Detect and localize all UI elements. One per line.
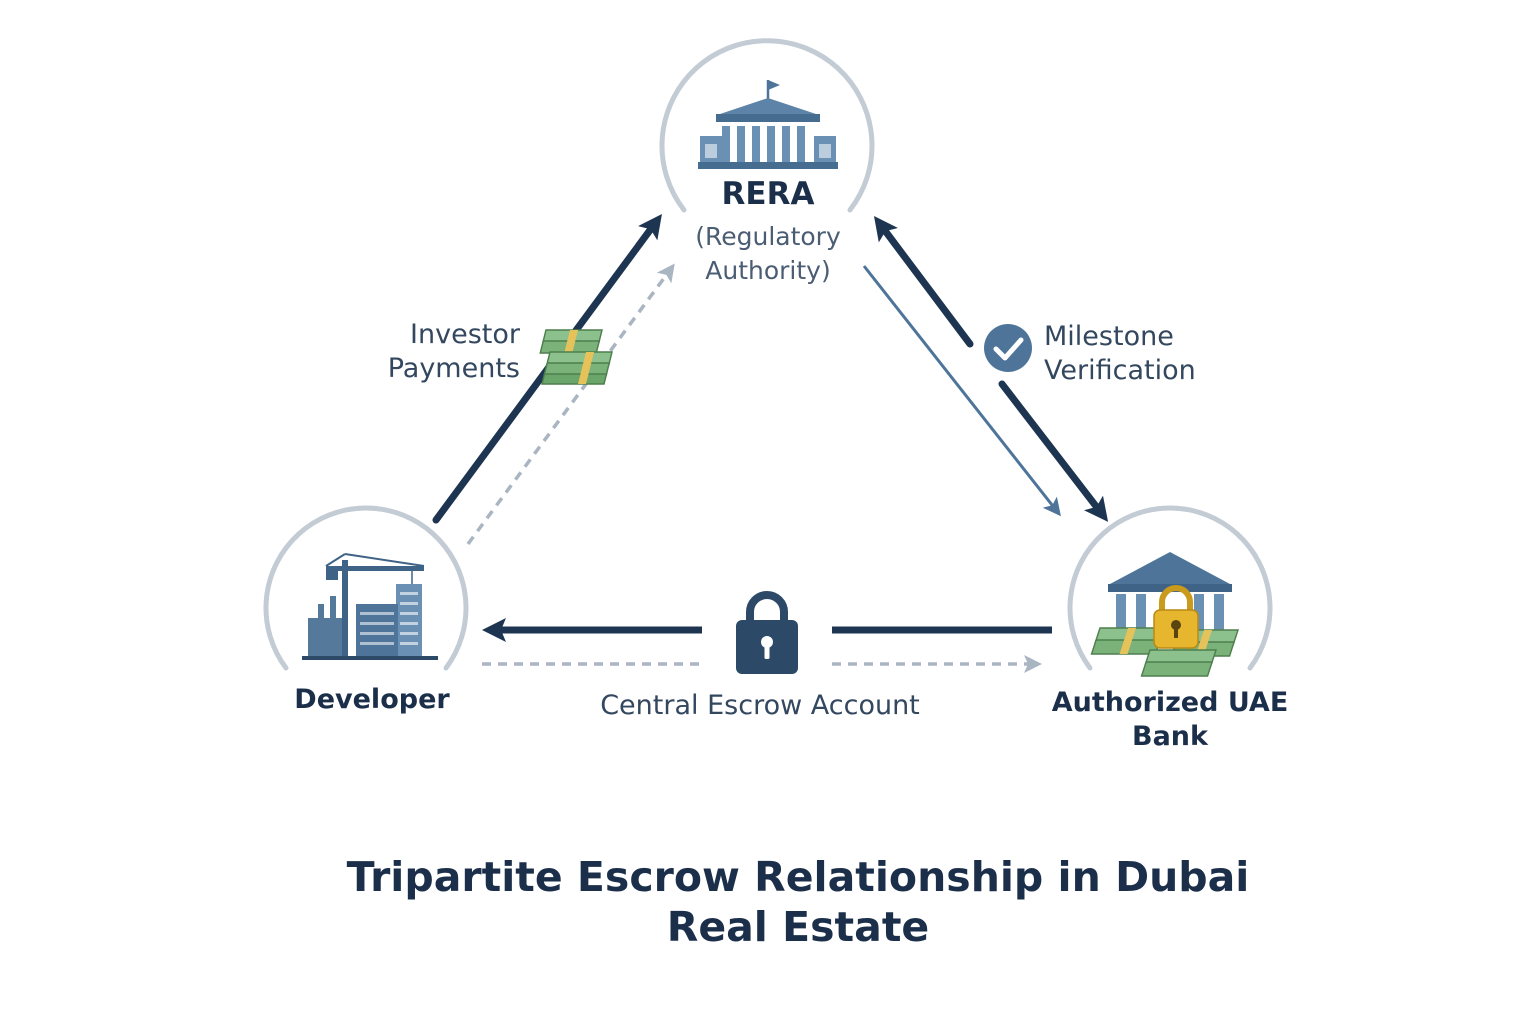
bank-title: Authorized UAE Bank bbox=[1040, 686, 1300, 754]
investor-payments-label: Investor Payments bbox=[360, 318, 520, 386]
developer-ring bbox=[263, 505, 469, 671]
padlock-icon bbox=[736, 591, 798, 674]
page-title-line-2: Real Estate bbox=[666, 903, 930, 951]
developer-title: Developer bbox=[294, 684, 450, 715]
milestone-verification-label: Milestone Verification bbox=[1044, 320, 1196, 388]
rera-title: RERA bbox=[721, 176, 815, 212]
milestone-verification-line-1: Milestone bbox=[1044, 321, 1174, 352]
investor-payments-dashed-arrow bbox=[466, 263, 675, 546]
rera-to-bank-thin-arrow bbox=[862, 265, 1061, 517]
rera-subtitle-line-2: Authority) bbox=[705, 256, 831, 285]
investor-payments-line-2: Payments bbox=[387, 353, 520, 384]
checkmark-circle-icon bbox=[984, 324, 1032, 372]
rera-ring bbox=[659, 38, 875, 213]
bank-ring bbox=[1067, 505, 1273, 671]
bank-title-line-2: Bank bbox=[1132, 721, 1208, 752]
verification-to-bank-arrow bbox=[998, 380, 1109, 522]
money-stack-icon bbox=[539, 329, 613, 385]
rera-subtitle: (Regulatory Authority) bbox=[668, 220, 868, 288]
central-escrow-label: Central Escrow Account bbox=[600, 690, 920, 721]
bank-title-line-1: Authorized UAE bbox=[1051, 687, 1289, 718]
page-title: Tripartite Escrow Relationship in Dubai … bbox=[268, 852, 1328, 952]
bank-with-lock-and-money-icon bbox=[1090, 552, 1239, 677]
investor-payments-line-1: Investor bbox=[410, 319, 520, 350]
milestone-verification-line-2: Verification bbox=[1044, 355, 1196, 386]
page-title-line-1: Tripartite Escrow Relationship in Dubai bbox=[346, 853, 1250, 901]
government-building-icon bbox=[698, 80, 838, 169]
construction-crane-buildings-icon bbox=[302, 553, 438, 660]
rera-subtitle-line-1: (Regulatory bbox=[695, 222, 841, 251]
rera-verification-arrow bbox=[874, 216, 974, 348]
